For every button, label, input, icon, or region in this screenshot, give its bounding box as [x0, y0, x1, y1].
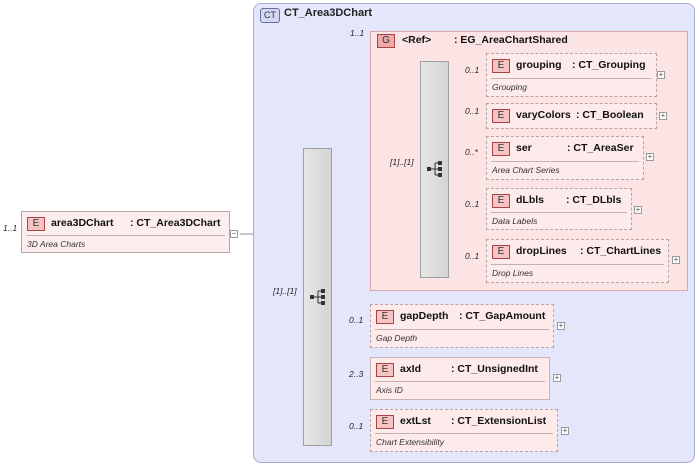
element-type: : CT_Grouping — [572, 59, 646, 71]
element-type: : CT_ExtensionList — [451, 415, 547, 427]
element-name: varyColors — [516, 109, 571, 121]
element-icon: E — [27, 217, 45, 231]
element-name: extLst — [400, 415, 431, 427]
element-cardinality: 0..1 — [465, 65, 480, 75]
element-type: : CT_GapAmount — [459, 310, 546, 322]
complex-type-badge: CT — [260, 8, 280, 23]
element-type: : CT_UnsignedInt — [451, 363, 538, 375]
element-description: Grouping — [492, 82, 527, 92]
expand-icon[interactable]: + — [553, 373, 561, 382]
element-box-dlbls[interactable]: E dLbls : CT_DLbls Data Labels — [486, 188, 632, 230]
element-box-gapdepth[interactable]: E gapDepth : CT_GapAmount Gap Depth — [370, 304, 554, 348]
root-element-type: : CT_Area3DChart — [130, 217, 221, 229]
element-name: grouping — [516, 59, 562, 71]
inner-sequence-cardinality: [1]..[1] — [390, 157, 414, 167]
element-box-ser[interactable]: E ser : CT_AreaSer Area Chart Series — [486, 136, 644, 180]
group-icon: G — [377, 34, 395, 48]
element-icon: E — [492, 245, 510, 259]
divider — [491, 161, 639, 162]
root-element-name: area3DChart — [51, 217, 114, 229]
root-element-box[interactable]: E area3DChart : CT_Area3DChart 3D Area C… — [21, 211, 230, 253]
expand-icon[interactable]: + — [634, 205, 642, 214]
element-description: Data Labels — [492, 216, 538, 226]
element-type: : CT_DLbls — [566, 194, 622, 206]
element-description: Area Chart Series — [492, 165, 560, 175]
expand-icon[interactable]: + — [561, 426, 569, 435]
divider — [26, 235, 225, 236]
element-cardinality: 0..1 — [465, 199, 480, 209]
group-ref-label[interactable]: <Ref> — [402, 34, 432, 46]
divider — [491, 212, 627, 213]
element-icon: E — [376, 310, 394, 324]
element-description: Chart Extensibility — [376, 437, 445, 447]
element-box-axid[interactable]: E axId : CT_UnsignedInt Axis ID — [370, 357, 550, 400]
root-cardinality: 1..1 — [3, 223, 18, 233]
element-icon: E — [492, 59, 510, 73]
element-box-grouping[interactable]: E grouping : CT_Grouping Grouping — [486, 53, 657, 97]
sequence-icon — [427, 161, 442, 177]
element-icon: E — [376, 363, 394, 377]
element-description: Gap Depth — [376, 333, 418, 343]
element-type: : CT_ChartLines — [580, 245, 662, 257]
element-name: axId — [400, 363, 422, 375]
element-icon: E — [492, 142, 510, 156]
group-cardinality: 1..1 — [350, 28, 365, 38]
element-name: dLbls — [516, 194, 544, 206]
element-name: gapDepth — [400, 310, 449, 322]
sequence-icon — [310, 289, 325, 305]
element-cardinality: 0..1 — [349, 421, 364, 431]
element-description: Drop Lines — [492, 268, 534, 278]
expand-icon[interactable]: + — [557, 321, 565, 330]
element-box-varycolors[interactable]: E varyColors : CT_Boolean — [486, 103, 657, 129]
element-icon: E — [492, 109, 510, 123]
element-icon: E — [492, 194, 510, 208]
element-box-extlst[interactable]: E extLst : CT_ExtensionList Chart Extens… — [370, 409, 558, 452]
root-element-description: 3D Area Charts — [27, 239, 86, 249]
divider — [375, 381, 545, 382]
element-type: : CT_Boolean — [576, 109, 644, 121]
element-cardinality: 0..* — [465, 147, 478, 157]
element-cardinality: 0..1 — [465, 106, 480, 116]
element-icon: E — [376, 415, 394, 429]
outer-sequence-cardinality: [1]..[1] — [273, 286, 297, 296]
divider — [375, 329, 549, 330]
divider — [491, 78, 652, 79]
complex-type-title: CT_Area3DChart — [284, 7, 373, 19]
expand-icon[interactable]: + — [646, 152, 654, 161]
divider — [491, 264, 664, 265]
expand-icon[interactable]: + — [657, 70, 665, 79]
expand-icon[interactable]: + — [672, 255, 680, 264]
expand-icon[interactable]: + — [659, 111, 667, 120]
element-name: ser — [516, 142, 532, 154]
element-cardinality: 2..3 — [349, 369, 364, 379]
element-cardinality: 0..1 — [349, 315, 364, 325]
element-type: : CT_AreaSer — [567, 142, 634, 154]
element-description: Axis ID — [376, 385, 403, 395]
element-box-droplines[interactable]: E dropLines : CT_ChartLines Drop Lines — [486, 239, 669, 283]
element-cardinality: 0..1 — [465, 251, 480, 261]
group-type: : EG_AreaChartShared — [454, 34, 568, 46]
collapse-icon[interactable]: − — [230, 229, 238, 238]
divider — [375, 433, 553, 434]
element-name: dropLines — [516, 245, 567, 257]
